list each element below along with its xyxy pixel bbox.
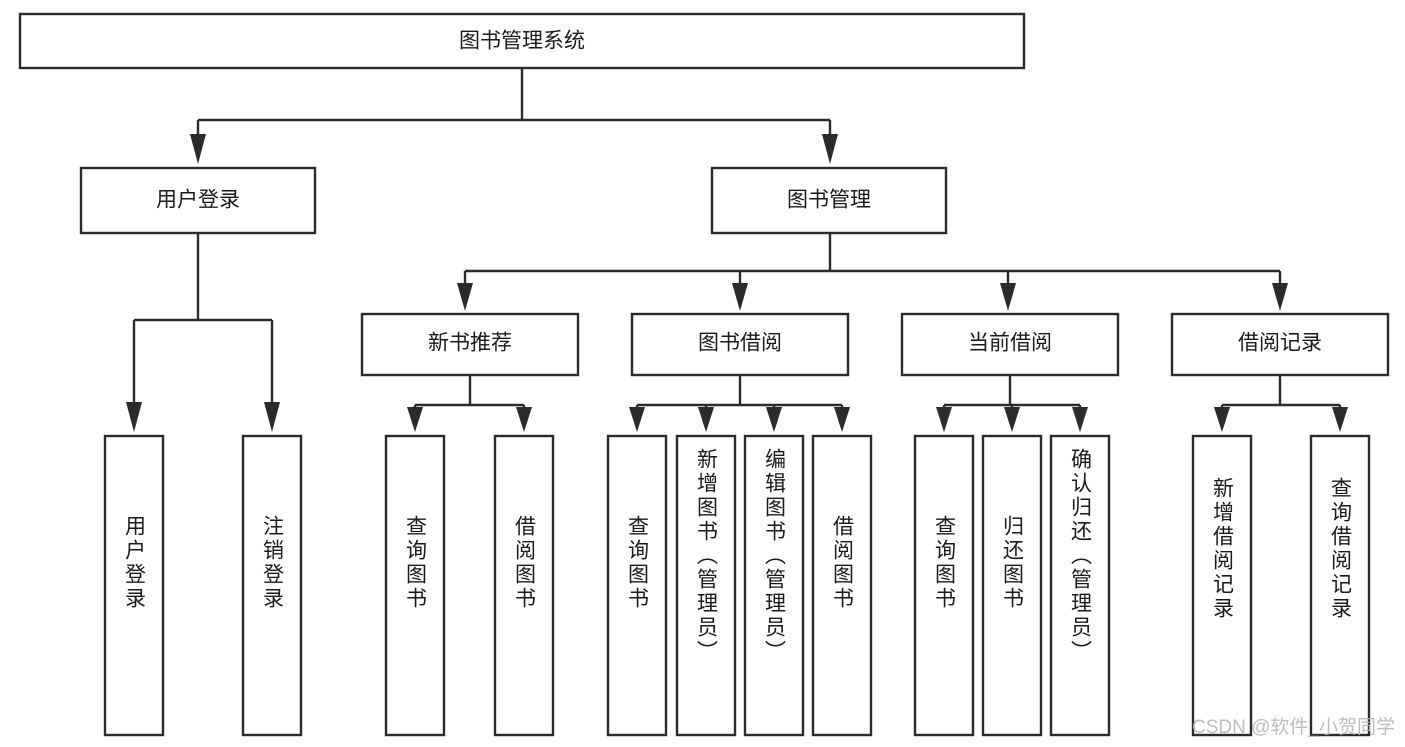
node-leaf-confirm-return-label: 确认归还（管理员）	[1069, 448, 1093, 664]
node-leaf-query-book-2[interactable]: 查询图书	[606, 434, 668, 737]
node-leaf-query-record[interactable]: 查询借阅记录	[1309, 434, 1371, 737]
node-leaf-user-login-label: 用户登录	[123, 515, 147, 611]
arrow-head-userlogin	[190, 134, 206, 164]
node-current-borrow-label: 当前借阅	[968, 332, 1052, 355]
arrow-head-leaf-logout	[264, 402, 280, 432]
arrow-head-borrow-record	[1272, 283, 1288, 311]
node-book-management[interactable]: 图书管理	[710, 166, 948, 235]
node-leaf-add-record-box[interactable]	[1191, 434, 1253, 737]
arrow-head-leaf-borrow-book-2	[834, 407, 850, 432]
node-new-book-recommend-label: 新书推荐	[428, 332, 512, 355]
node-user-login[interactable]: 用户登录	[79, 166, 317, 235]
connector-group-book-borrow	[629, 375, 850, 432]
node-leaf-query-book-2-box[interactable]	[606, 434, 668, 737]
node-leaf-return-book[interactable]: 归还图书	[981, 434, 1043, 737]
node-leaf-add-record-label: 新增借阅记录	[1211, 477, 1235, 621]
node-leaf-user-login[interactable]: 用户登录	[103, 434, 165, 737]
arrow-head-book-borrow	[732, 283, 748, 311]
node-leaf-confirm-return-box[interactable]	[1049, 434, 1111, 737]
node-leaf-query-book-2-label: 查询图书	[626, 515, 650, 611]
node-user-login-box[interactable]	[79, 166, 317, 235]
csdn-watermark: CSDN @软件_小贺同学	[1192, 716, 1395, 738]
node-leaf-borrow-book-2-label: 借阅图书	[831, 515, 855, 611]
arrow-head-leaf-query-book-1	[407, 407, 423, 432]
node-user-login-label: 用户登录	[156, 189, 240, 212]
connector-group-userlogin	[126, 233, 280, 432]
connector-group-root	[190, 68, 838, 164]
node-leaf-add-book-label: 新增图书（管理员）	[695, 448, 719, 664]
node-current-borrow[interactable]: 当前借阅	[900, 312, 1120, 377]
arrow-head-leaf-borrow-book-1	[516, 407, 532, 432]
node-leaf-query-book-3-box[interactable]	[913, 434, 975, 737]
arrow-head-leaf-return-book	[1004, 407, 1020, 432]
node-root[interactable]: 图书管理系统	[18, 12, 1026, 70]
node-leaf-edit-book[interactable]: 编辑图书（管理员）	[743, 434, 805, 737]
node-leaf-query-book-1-label: 查询图书	[404, 515, 428, 611]
node-leaf-return-book-box[interactable]	[981, 434, 1043, 737]
node-leaf-borrow-book-2[interactable]: 借阅图书	[811, 434, 873, 737]
node-root-box[interactable]	[18, 12, 1026, 70]
node-book-borrow[interactable]: 图书借阅	[630, 312, 850, 377]
node-leaf-logout-label: 注销登录	[261, 515, 285, 611]
node-leaf-query-record-box[interactable]	[1309, 434, 1371, 737]
node-leaf-add-book-box[interactable]	[675, 434, 737, 737]
node-leaf-user-login-box[interactable]	[103, 434, 165, 737]
node-borrow-record-box[interactable]	[1170, 312, 1390, 377]
arrow-head-leaf-add-book	[698, 407, 714, 432]
arrow-head-leaf-confirm-return	[1072, 407, 1088, 432]
node-leaf-borrow-book-2-box[interactable]	[811, 434, 873, 737]
node-root-label: 图书管理系统	[459, 30, 585, 53]
connector-group-borrow-record	[1214, 375, 1348, 432]
arrow-head-leaf-query-record	[1332, 407, 1348, 432]
node-leaf-confirm-return[interactable]: 确认归还（管理员）	[1049, 434, 1111, 737]
node-current-borrow-box[interactable]	[900, 312, 1120, 377]
node-leaf-borrow-book-1-box[interactable]	[493, 434, 555, 737]
node-leaf-borrow-book-1[interactable]: 借阅图书	[493, 434, 555, 737]
node-book-management-box[interactable]	[710, 166, 948, 235]
connector-group-new-book-recommend	[407, 375, 532, 432]
node-leaf-borrow-book-1-label: 借阅图书	[513, 515, 537, 611]
arrow-head-leaf-query-book-3	[936, 407, 952, 432]
node-leaf-add-record[interactable]: 新增借阅记录	[1191, 434, 1253, 737]
node-leaf-query-record-label: 查询借阅记录	[1329, 477, 1353, 621]
node-new-book-recommend[interactable]: 新书推荐	[360, 312, 580, 377]
node-leaf-return-book-label: 归还图书	[1001, 515, 1025, 611]
arrow-head-leaf-user-login	[126, 402, 142, 432]
node-new-book-recommend-box[interactable]	[360, 312, 580, 377]
connector-group-bookmgmt	[457, 233, 1288, 311]
node-leaf-add-book[interactable]: 新增图书（管理员）	[675, 434, 737, 737]
arrow-head-leaf-add-record	[1214, 407, 1230, 432]
node-leaf-logout-box[interactable]	[241, 434, 303, 737]
node-book-management-label: 图书管理	[787, 189, 871, 212]
node-borrow-record[interactable]: 借阅记录	[1170, 312, 1390, 377]
arrow-head-bookmgmt	[822, 134, 838, 164]
node-leaf-edit-book-box[interactable]	[743, 434, 805, 737]
arrow-head-current-borrow	[1000, 283, 1016, 311]
node-leaf-logout[interactable]: 注销登录	[241, 434, 303, 737]
node-leaf-query-book-3[interactable]: 查询图书	[913, 434, 975, 737]
arrow-head-leaf-edit-book	[766, 407, 782, 432]
node-leaf-edit-book-label: 编辑图书（管理员）	[763, 448, 787, 664]
connector-group-current-borrow	[936, 375, 1088, 432]
node-book-borrow-label: 图书借阅	[698, 332, 782, 355]
node-borrow-record-label: 借阅记录	[1238, 332, 1322, 355]
node-leaf-query-book-1[interactable]: 查询图书	[384, 434, 446, 737]
node-leaf-query-book-3-label: 查询图书	[933, 515, 957, 611]
arrow-head-leaf-query-book-2	[629, 407, 645, 432]
node-leaf-query-book-1-box[interactable]	[384, 434, 446, 737]
arrow-head-new-book-recommend	[457, 283, 473, 311]
node-book-borrow-box[interactable]	[630, 312, 850, 377]
